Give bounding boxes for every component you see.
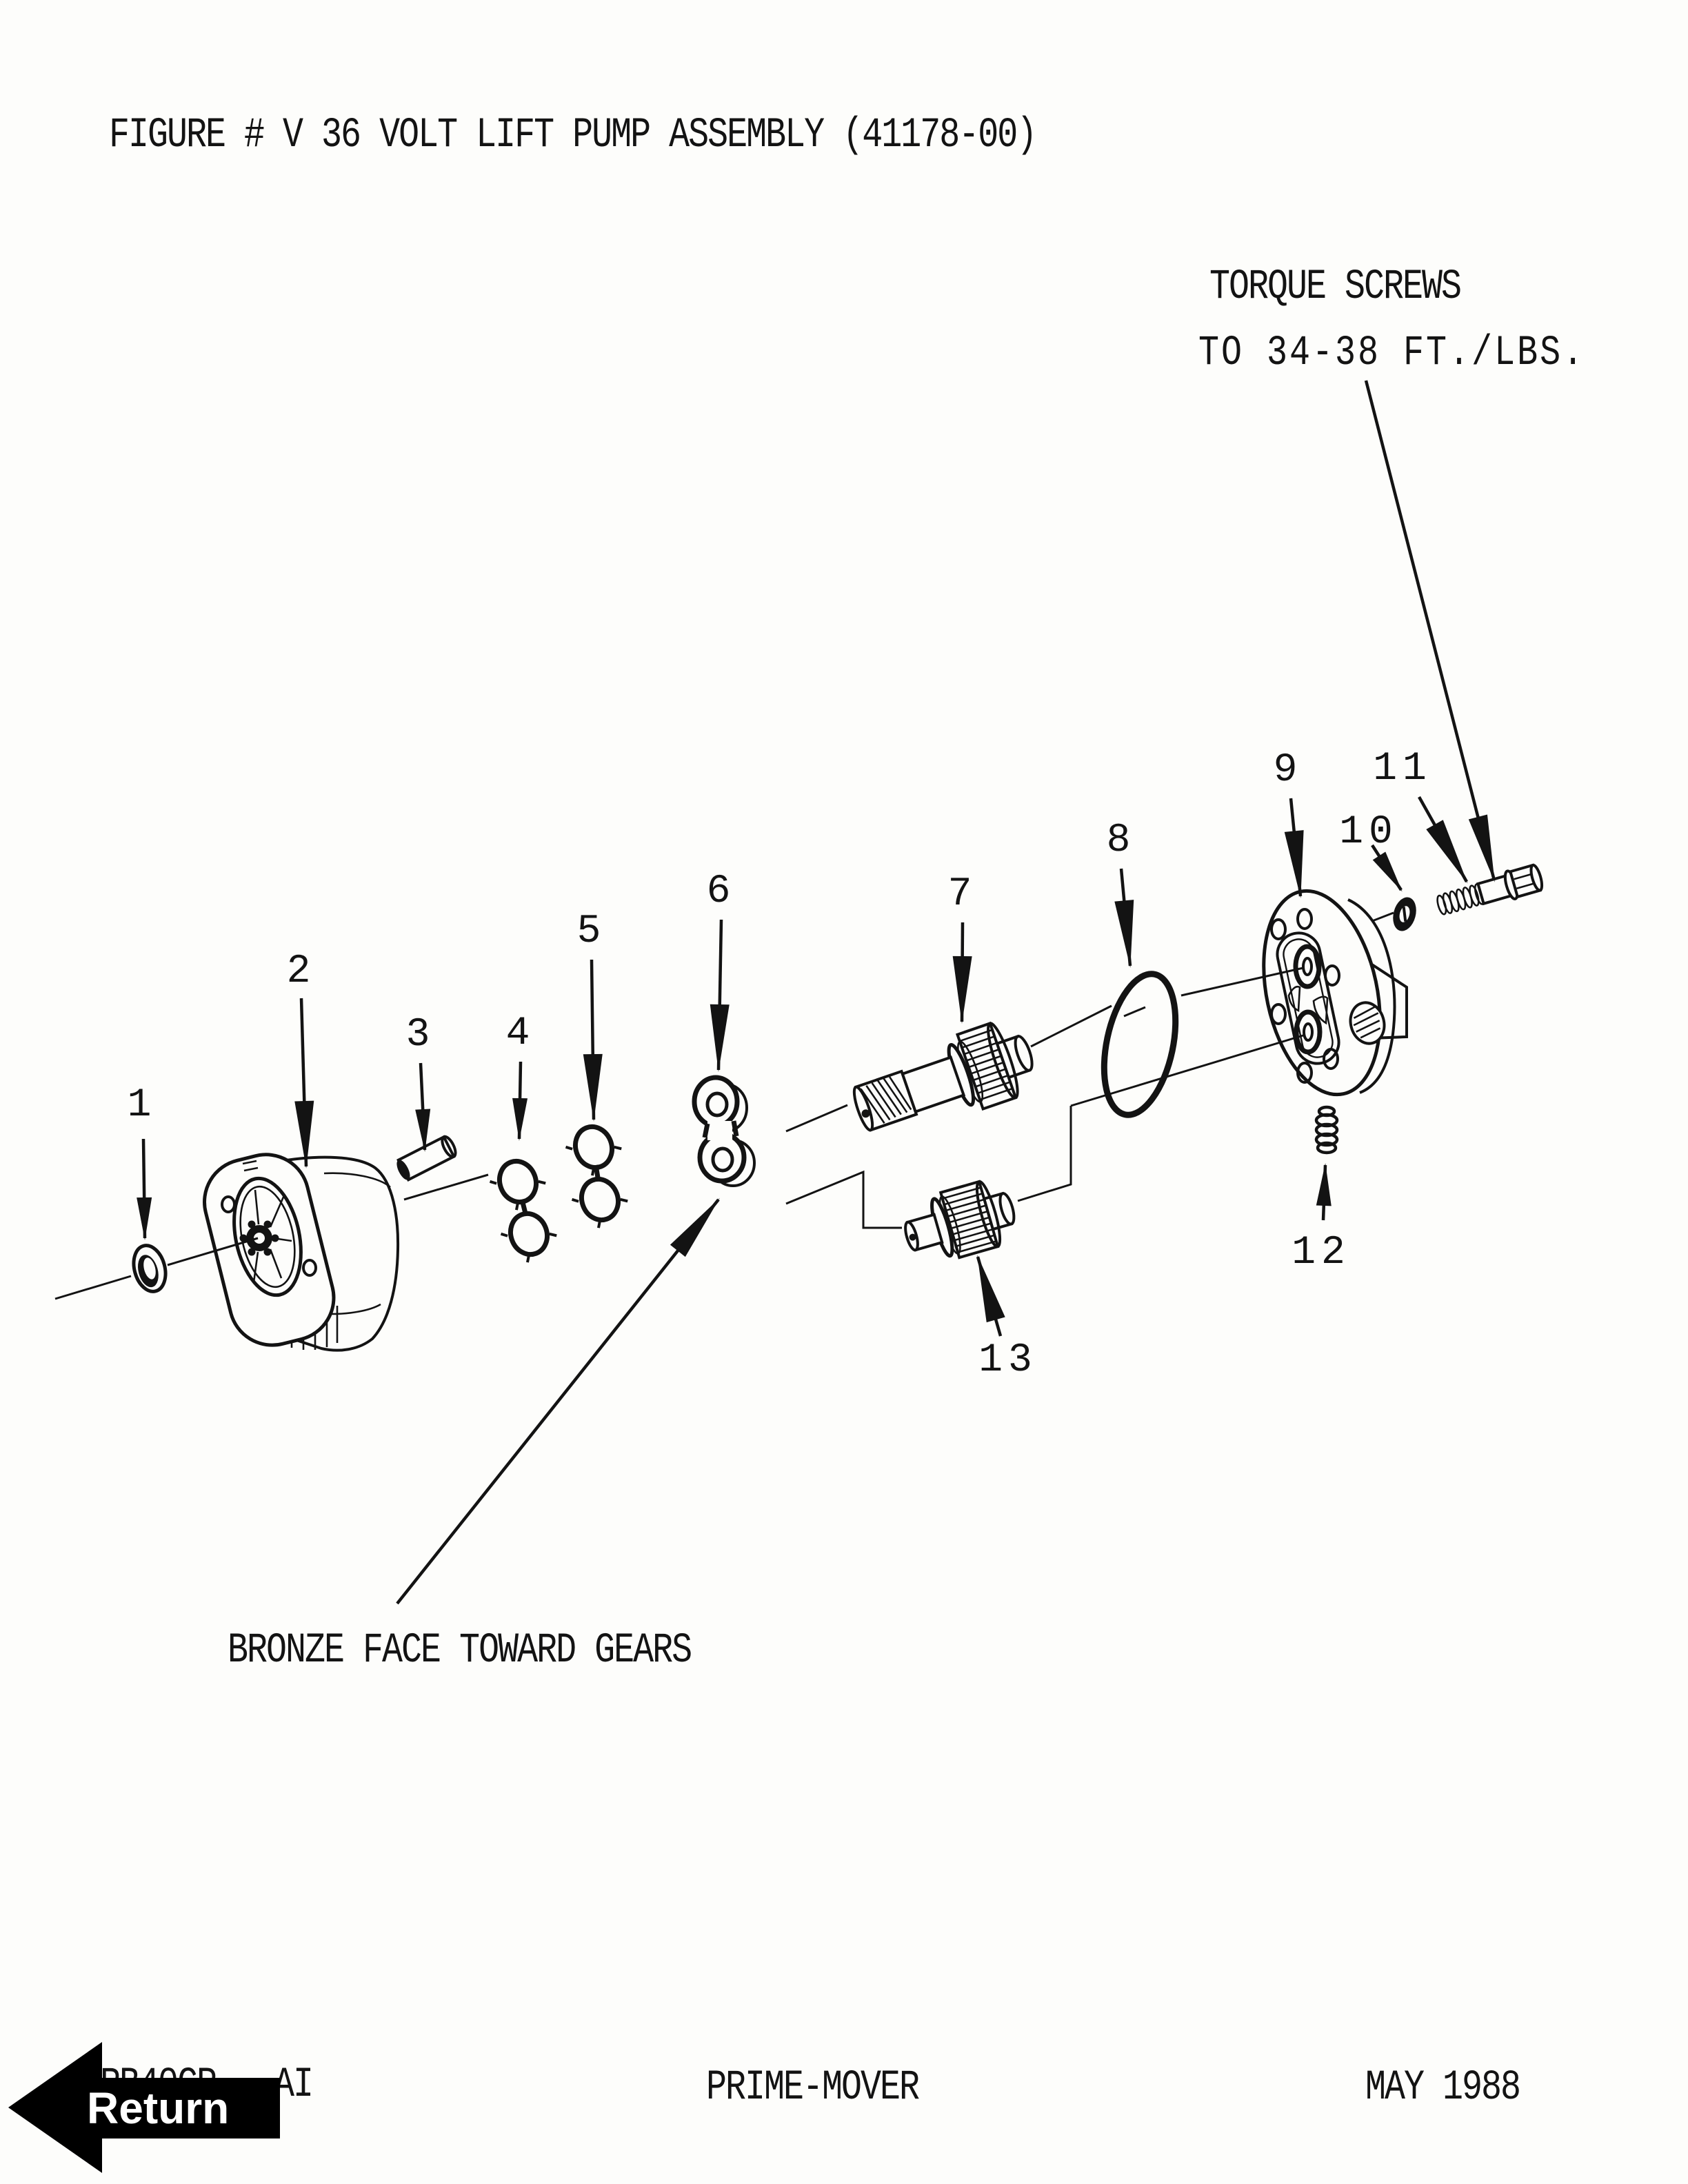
part-6-bearing-plates bbox=[692, 1075, 756, 1187]
part-4-retaining-rings bbox=[489, 1158, 557, 1263]
part-label-2: 2 bbox=[287, 949, 316, 994]
torque-note-arrow bbox=[1364, 380, 1496, 882]
page-title: FIGURE # V 36 VOLT LIFT PUMP ASSEMBLY (4… bbox=[109, 112, 1037, 160]
bronze-face-note: BRONZE FACE TOWARD GEARS bbox=[228, 1627, 692, 1675]
part-label-5: 5 bbox=[577, 909, 607, 954]
part-label-13: 13 bbox=[978, 1338, 1038, 1383]
torque-note-line2: TO 34-38 FT./LBS. bbox=[1198, 330, 1586, 378]
part-3-pin bbox=[396, 1135, 457, 1182]
footer-center: PRIME-MOVER bbox=[706, 2064, 920, 2112]
bronze-note-arrow bbox=[396, 1197, 720, 1605]
part-7-drive-gear bbox=[852, 1021, 1034, 1132]
part-label-7: 7 bbox=[948, 872, 978, 917]
part-10-washer bbox=[1393, 897, 1416, 931]
washer-leader-line bbox=[1372, 911, 1394, 922]
part-label-10: 10 bbox=[1339, 810, 1398, 855]
part-label-6: 6 bbox=[707, 869, 736, 914]
part-13-idler-gear bbox=[904, 1180, 1016, 1260]
part-9-end-cover bbox=[1262, 889, 1408, 1097]
part-number-labels: 1 2 3 4 5 6 7 8 9 10 11 12 13 bbox=[128, 747, 1432, 1383]
part-label-11: 11 bbox=[1373, 747, 1432, 791]
footer-date: MAY 1988 bbox=[1365, 2064, 1521, 2112]
part-2-housing bbox=[203, 1153, 400, 1352]
part-label-3: 3 bbox=[406, 1013, 436, 1058]
part-label-1: 1 bbox=[128, 1083, 157, 1128]
part-callout-arrows bbox=[137, 796, 1468, 1337]
part-11-cap-screw bbox=[1436, 863, 1544, 916]
centerline bbox=[54, 967, 1306, 1300]
part-label-4: 4 bbox=[506, 1011, 536, 1056]
part-label-8: 8 bbox=[1107, 818, 1136, 863]
part-1-seal bbox=[132, 1244, 168, 1293]
return-arrow-icon bbox=[8, 2042, 280, 2173]
torque-note-line1: TORQUE SCREWS bbox=[1209, 263, 1462, 312]
part-label-9: 9 bbox=[1274, 748, 1303, 793]
part-8-o-ring bbox=[1101, 971, 1179, 1118]
part-label-12: 12 bbox=[1292, 1231, 1351, 1275]
return-button-label: Return bbox=[87, 2083, 230, 2133]
part-12-spring bbox=[1314, 1105, 1339, 1155]
assembly-step-lines bbox=[785, 1106, 1072, 1229]
return-button[interactable]: Return bbox=[0, 2041, 290, 2178]
part-5-retaining-rings bbox=[565, 1124, 628, 1228]
